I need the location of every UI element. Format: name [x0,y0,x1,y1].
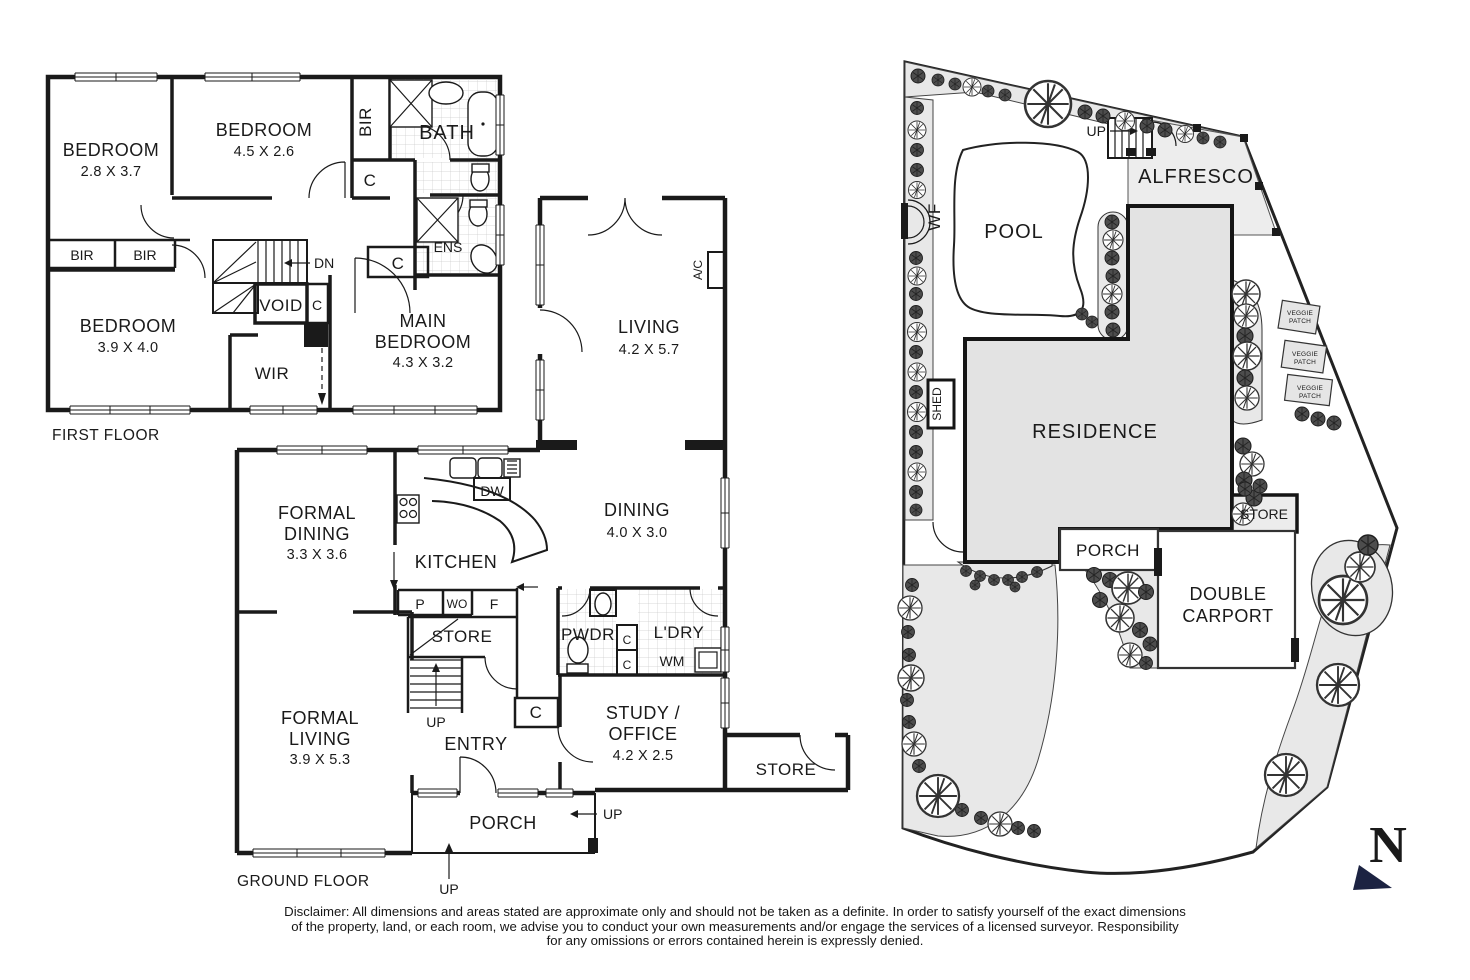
ldry-label: L'DRY [654,623,705,642]
ground-floor-title: GROUND FLOOR [237,873,370,890]
porch-label: PORCH [469,813,537,833]
veggie-1-label-1: VEGGIE [1287,310,1314,317]
bir-left-b-label: BIR [133,247,156,263]
residence-outline [963,204,1234,564]
water-feature-label: WF [925,203,944,230]
veggie-1-label-2: PATCH [1289,318,1311,325]
veggie-2-label-2: PATCH [1294,359,1316,366]
bedroom2-dims: 4.5 X 2.6 [234,144,295,160]
lawn-area [902,564,1059,837]
closet-main-label: C [392,254,405,273]
site-up-arrow [1130,127,1138,135]
fridge-label: F [490,596,499,612]
closet-entry-label: C [530,703,543,722]
formal-dining-label-2: DINING [284,524,350,544]
wall-oven-label: WO [447,597,468,611]
bedroom1-label: BEDROOM [63,140,160,160]
site-porch-label: PORCH [1076,541,1140,560]
veggie-patch-2 [1280,339,1328,374]
north-label: N [1369,817,1407,874]
water-feature-wall [901,203,908,239]
pool-label: POOL [984,221,1044,243]
study-label-2: OFFICE [609,724,678,744]
formal-living-label-2: LIVING [289,729,351,749]
ac-label: A/C [691,260,705,280]
formal-living-label-1: FORMAL [281,708,359,728]
wm-label: WM [660,653,685,669]
closet-bath-label: C [364,171,377,190]
entry-label: ENTRY [444,734,507,754]
ground-floor-plan: LIVING 4.2 X 5.7 DINING 4.0 X 3.0 FORMAL… [234,195,851,897]
main-bedroom-label-1: MAIN [400,311,447,331]
bir-left-a-label: BIR [70,247,93,263]
bedroom3-dims: 3.9 X 4.0 [98,340,159,356]
pantry-label: P [415,596,424,612]
store-rear-label: STORE [756,760,817,779]
study-dims: 4.2 X 2.5 [613,748,674,764]
wir-label: WIR [255,364,290,383]
residence-label: RESIDENCE [1032,421,1158,443]
main-bedroom-dims: 4.3 X 3.2 [393,355,454,371]
ground-floor-windows [252,224,730,858]
bedroom2-label: BEDROOM [216,120,313,140]
dining-dims: 4.0 X 3.0 [607,525,668,541]
disclaimer-line-2: of the property, land, or each room, we … [291,918,1179,934]
carport-outline [1156,529,1297,670]
formal-living-dims: 3.9 X 5.3 [290,752,351,768]
north-arrow: N [1353,817,1407,890]
closet-a-label: C [623,633,632,647]
site-up-label: UP [1087,123,1106,139]
first-floor-plan: BEDROOM 2.8 X 3.7 BEDROOM 4.5 X 2.6 BEDR… [45,72,505,444]
up-stairs-label: UP [426,714,445,730]
up-porch-front-label: UP [439,881,458,897]
carport-label-1: DOUBLE [1189,584,1266,604]
first-floor-windows [69,72,505,415]
shed-outline [926,378,956,430]
first-floor-title: FIRST FLOOR [52,427,160,444]
site-plan: POOL WF UP ALFRESCO SHED RESIDENCE STORE… [897,60,1399,875]
up-porch-side-label: UP [603,806,622,822]
veggie-2-label-1: VEGGIE [1292,351,1319,358]
kitchen-label: KITCHEN [415,552,498,572]
dw-label: DW [480,483,504,499]
ens-label: ENS [434,239,463,255]
bedroom1-dims: 2.8 X 3.7 [81,164,142,180]
veggie-patch-1 [1277,299,1321,335]
disclaimer-line-1: Disclaimer: All dimensions and areas sta… [284,904,1186,919]
void-label: VOID [259,296,303,315]
disclaimer-text: Disclaimer: All dimensions and areas sta… [243,904,1228,949]
closet-b-label: C [623,658,632,672]
veggie-3-label-2: PATCH [1299,393,1321,400]
formal-dining-label-1: FORMAL [278,503,356,523]
main-bedroom-label-2: BEDROOM [375,332,472,352]
living-dims: 4.2 X 5.7 [619,342,680,358]
dn-label: DN [314,255,334,271]
living-label: LIVING [618,317,680,337]
bir-robe-label: BIR [356,107,375,137]
dining-label: DINING [604,500,670,520]
closet-stair-label: C [312,297,322,313]
carport-label-2: CARPORT [1182,606,1273,626]
veggie-patch-3 [1283,373,1334,407]
study-label-1: STUDY / [606,703,680,723]
formal-dining-dims: 3.3 X 3.6 [287,547,348,563]
north-pointer [1353,865,1392,890]
shed-label: SHED [930,387,944,421]
pwdr-label: PWDR [561,625,615,644]
alfresco-label: ALFRESCO [1138,166,1254,188]
store-hall-label: STORE [432,627,493,646]
bath-label: BATH [419,122,475,144]
bedroom3-label: BEDROOM [80,316,177,336]
disclaimer-line-3: for any omissions or errors contained he… [546,933,924,949]
site-store-label: STORE [1240,506,1288,522]
veggie-3-label-1: VEGGIE [1297,385,1324,392]
water-feature [907,199,931,245]
